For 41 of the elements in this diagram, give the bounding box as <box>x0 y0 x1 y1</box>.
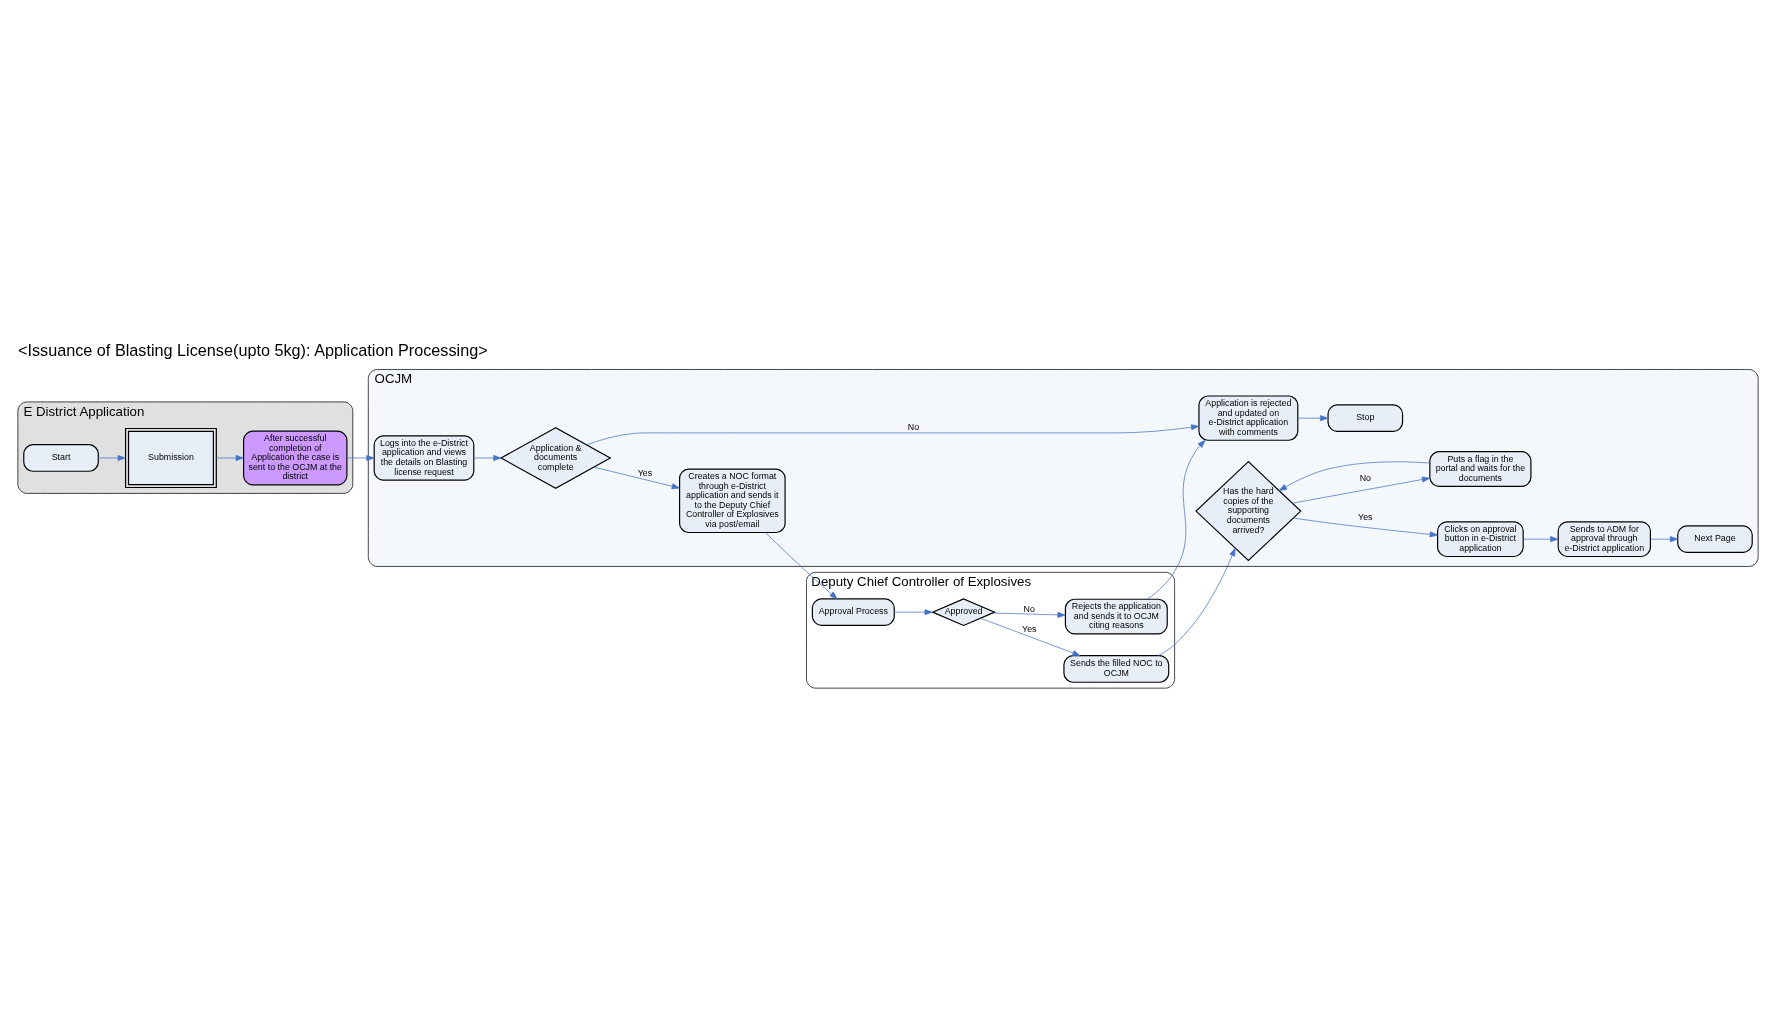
arrow <box>473 454 502 461</box>
node-box: After successful completion of Application the case is sent to the OCJM at the district <box>243 429 348 485</box>
arrow <box>1278 460 1431 491</box>
arrow <box>992 611 1066 618</box>
node-box: Stop <box>1327 403 1404 432</box>
arrow <box>586 423 1200 445</box>
node-box: Creates a NOC format through e-District application and sends it to the Deputy Chief Controller of Explosives via post/email <box>679 467 786 533</box>
arrow <box>346 454 375 461</box>
diagram-title: <Issuance of Blasting License(upto 5kg): Application Processing> <box>17 340 488 359</box>
edge-label: Yes <box>1358 511 1373 522</box>
arrow <box>1297 414 1329 421</box>
node-box: Start <box>23 443 99 472</box>
node-diamond: Application & documents complete <box>499 426 612 489</box>
arrow <box>593 466 680 489</box>
arrow <box>1650 535 1679 542</box>
node-box: Approval Process <box>811 597 895 626</box>
node-box: Sends to ADM for approval through e-District application <box>1557 520 1651 557</box>
arrow <box>1147 439 1206 599</box>
node-box: Logs into the e-District application and views the details on Blasting license request <box>373 434 475 481</box>
node-box: Application is rejected and updated on e-District application with comments <box>1198 394 1299 441</box>
arrow <box>1157 547 1236 656</box>
arrow <box>893 608 933 615</box>
edge-label: No <box>907 421 920 432</box>
arrow <box>1293 517 1438 537</box>
arrow <box>1522 535 1559 542</box>
node-box: Rejects the application and sends it to OCJM citing reasons <box>1064 598 1168 634</box>
node-diamond: Approved <box>931 597 997 626</box>
arrow <box>765 531 838 599</box>
node-diamond: Has the hard copies of the supporting documents arrived? <box>1195 460 1302 561</box>
arrow <box>980 617 1081 656</box>
arrow <box>98 454 126 461</box>
node-box: Clicks on approval button in e-District application <box>1437 520 1524 557</box>
arrow <box>1292 476 1431 504</box>
edge-label: Yes <box>1022 623 1037 634</box>
edge-label: No <box>1359 472 1371 483</box>
node-box: Sends the filled NOC to OCJM <box>1063 654 1170 683</box>
node-box: Puts a flag in the portal and waits for the documents <box>1429 450 1532 487</box>
edge-label: No <box>1023 603 1035 614</box>
node-box: Next Page <box>1677 524 1753 553</box>
arrow <box>216 454 244 461</box>
edge-label: Yes <box>637 467 653 478</box>
